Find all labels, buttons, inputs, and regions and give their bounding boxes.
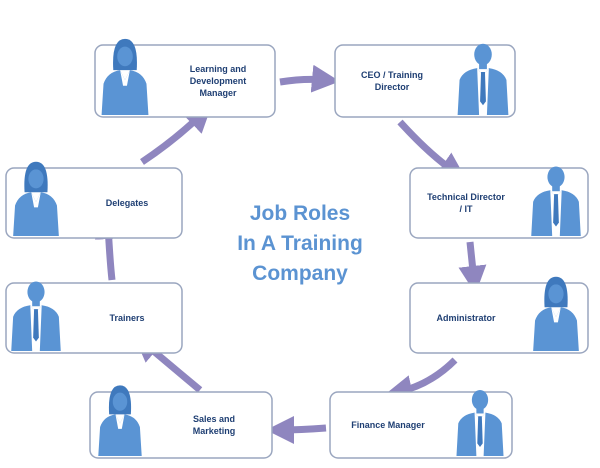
role-node-delegates: Delegates: [5, 161, 183, 239]
role-label: Technical Director: [427, 192, 505, 202]
businesswoman-icon: [98, 385, 142, 456]
role-label: CEO / Training: [361, 70, 423, 80]
role-node-finance-manager: Finance Manager: [329, 389, 513, 459]
businesswoman-icon: [533, 276, 579, 351]
businessman-icon: [531, 166, 581, 236]
center-title: Job Roles In A Training Company: [237, 202, 363, 285]
businessman-icon: [11, 281, 61, 351]
businessman-icon: [457, 43, 509, 115]
flow-arrow-8: [140, 104, 213, 165]
role-label: Manager: [199, 88, 237, 98]
role-label: Delegates: [106, 198, 149, 208]
flow-arrow-3: [458, 241, 487, 294]
role-node-trainers: Trainers: [5, 281, 183, 354]
businesswoman-icon: [101, 38, 149, 115]
businessman-icon: [456, 389, 504, 456]
role-node-technical-director-it: Technical Director / IT: [409, 166, 589, 239]
title-line-3: Company: [252, 262, 348, 285]
role-label: Trainers: [109, 313, 144, 323]
role-label: Development: [190, 76, 247, 86]
role-label: Learning and: [190, 64, 247, 74]
role-label: / IT: [460, 204, 474, 214]
flow-arrow-5: [266, 415, 327, 444]
flow-arrow-4: [384, 357, 458, 403]
role-label: Sales and: [193, 414, 235, 424]
flow-arrow-1: [279, 64, 340, 93]
flow-arrow-2: [397, 119, 467, 180]
title-line-2: In A Training: [237, 232, 363, 255]
role-label: Marketing: [193, 426, 236, 436]
role-label: Administrator: [436, 313, 496, 323]
businesswoman-icon: [13, 161, 59, 236]
role-label: Director: [375, 82, 410, 92]
role-node-administrator: Administrator: [409, 276, 589, 354]
title-line-1: Job Roles: [250, 202, 350, 225]
role-label: Finance Manager: [351, 420, 425, 430]
